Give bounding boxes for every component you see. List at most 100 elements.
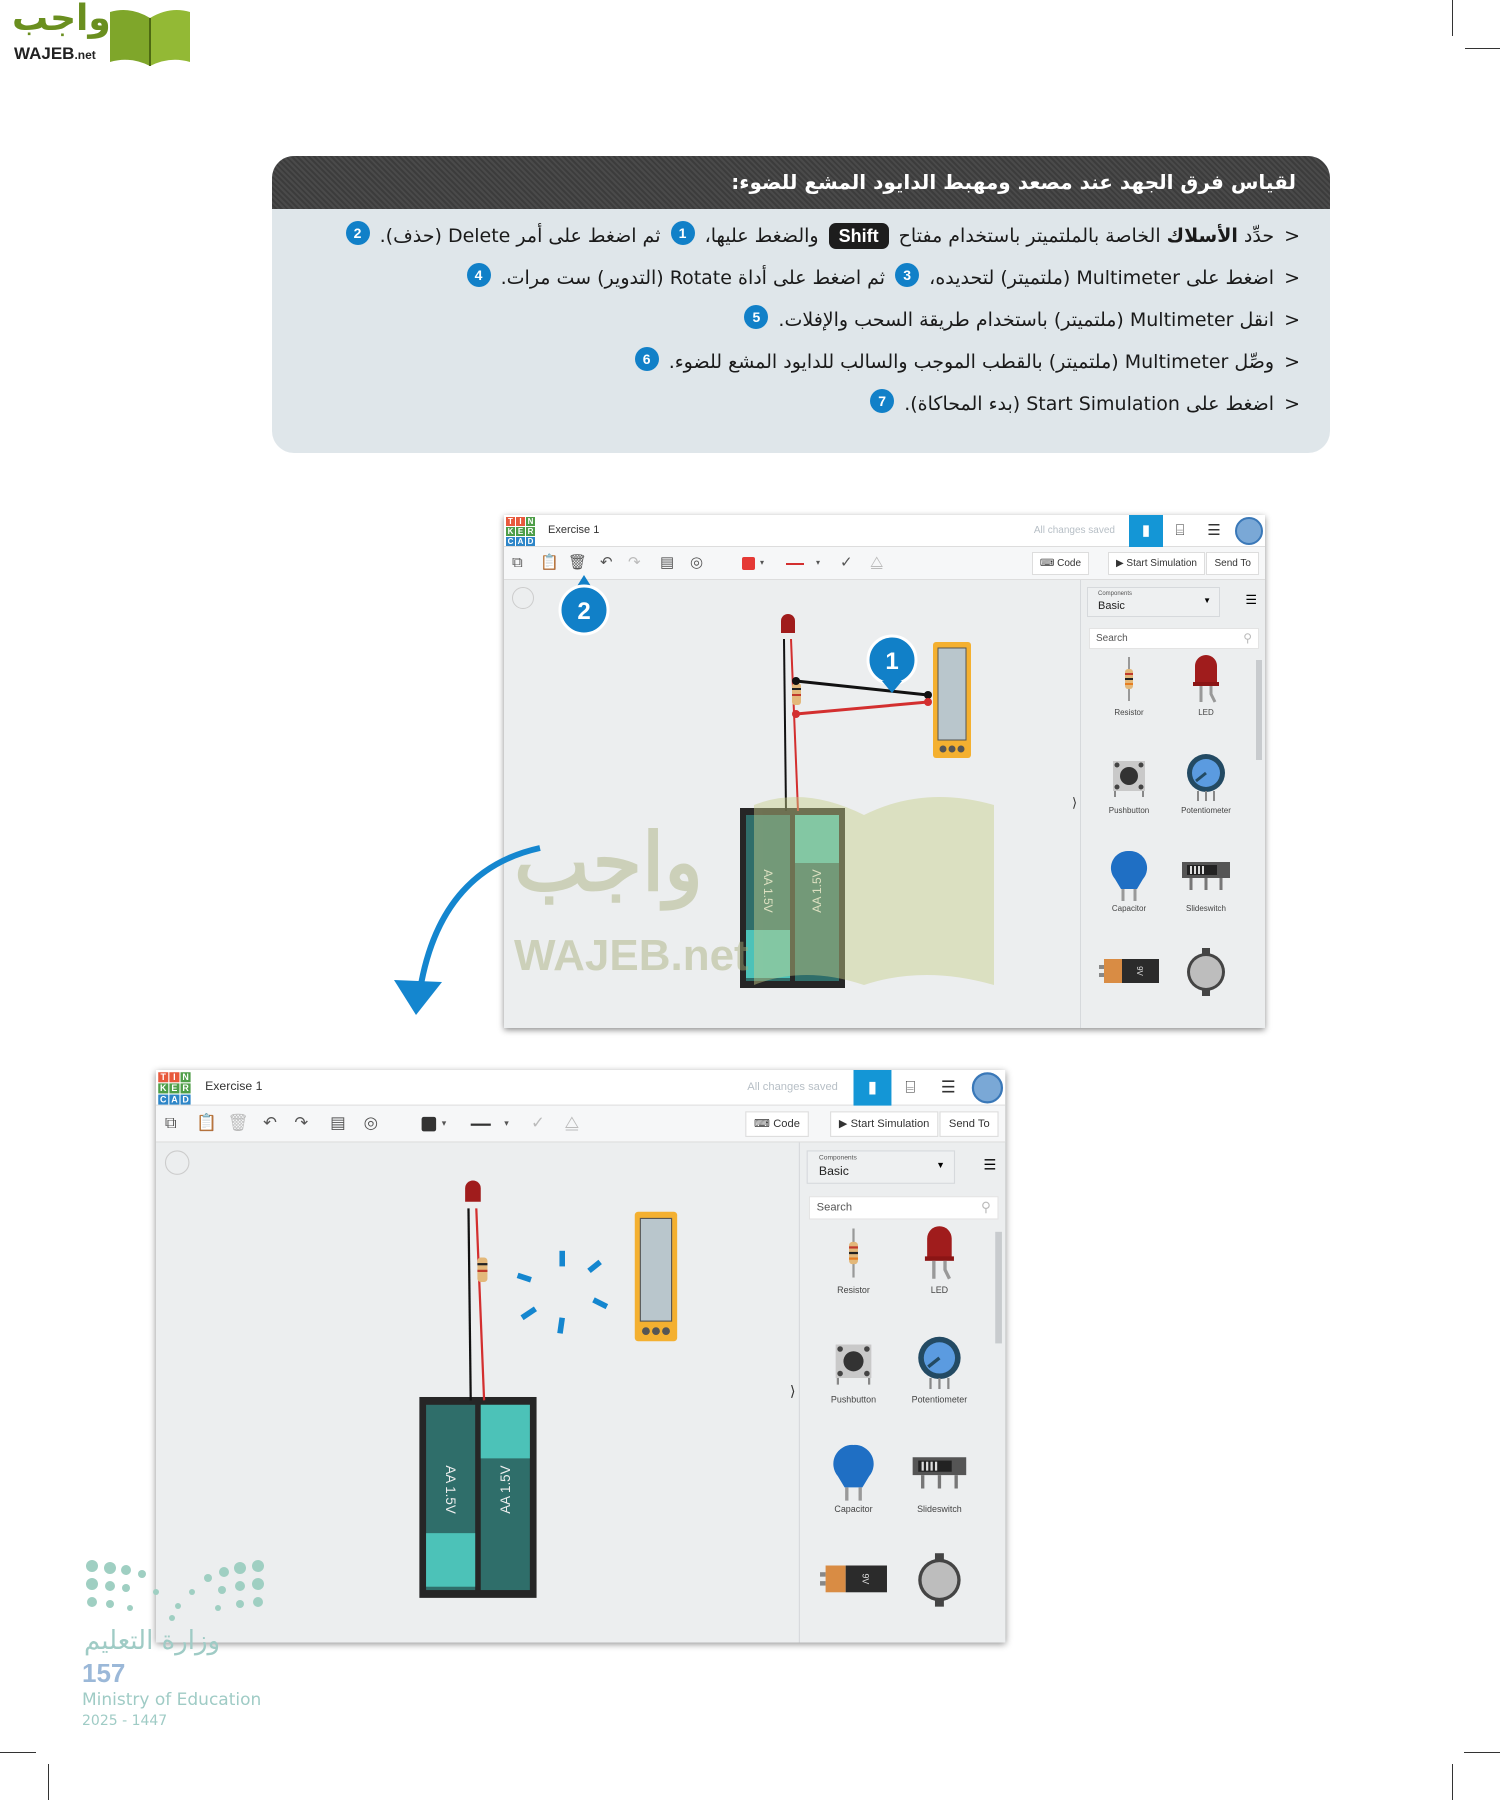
component-coin-cell[interactable] <box>1166 946 1246 996</box>
component-pushbutton[interactable]: Pushbutton <box>1089 752 1169 815</box>
flip-icon[interactable]: ✓ <box>840 554 853 571</box>
svg-text:2: 2 <box>577 598 590 625</box>
component-capacitor[interactable]: Capacitor <box>809 1444 898 1514</box>
black-wire <box>783 638 787 812</box>
coin-cell-icon <box>1166 946 1246 996</box>
avatar[interactable] <box>1235 517 1263 545</box>
component-list-view-button[interactable]: ☰ <box>1207 522 1221 539</box>
ministry-logo-dots <box>86 1560 264 1621</box>
search-input[interactable]: Search⚲ <box>1089 628 1259 649</box>
rotate-indicator <box>516 1250 609 1334</box>
coin-cell-icon <box>895 1551 984 1607</box>
wire-type-selector[interactable] <box>470 1123 491 1126</box>
scrollbar[interactable] <box>995 1231 1002 1344</box>
mirror-icon[interactable]: ⧋ <box>870 554 884 571</box>
svg-text:1: 1 <box>885 648 898 675</box>
led-icon <box>1166 654 1246 704</box>
step-4: <وصِّل Multimeter (ملتميتر) بالقطب الموج… <box>272 341 1300 383</box>
component-potentiometer[interactable]: Potentiometer <box>1166 752 1246 815</box>
potentiometer-icon <box>1166 752 1246 802</box>
design-title[interactable]: Exercise 1 <box>205 1080 263 1094</box>
capacitor-icon <box>1089 850 1169 901</box>
component-pushbutton[interactable]: Pushbutton <box>809 1334 898 1405</box>
schematic-view-button[interactable]: ⌸ <box>905 1077 916 1097</box>
copy-icon[interactable]: ⧉ <box>512 554 523 571</box>
note-icon[interactable]: ▤ <box>330 1113 346 1133</box>
component-resistor[interactable]: Resistor <box>809 1225 898 1295</box>
redo-icon[interactable]: ↷ <box>628 554 641 571</box>
scrollbar[interactable] <box>1256 660 1262 760</box>
schematic-view-button[interactable]: ⌸ <box>1175 522 1185 539</box>
component-battery-9v[interactable]: 9V <box>809 1551 898 1607</box>
wire-color-swatch[interactable] <box>421 1116 437 1132</box>
circuit-view-button[interactable]: ▮ <box>853 1070 892 1106</box>
send-to-button[interactable]: Send To <box>1206 552 1259 575</box>
mirror-icon[interactable]: ⧋ <box>564 1113 580 1133</box>
circuit-view-button[interactable]: ▮ <box>1129 515 1163 547</box>
component-coin-cell[interactable] <box>895 1551 984 1607</box>
step-badge: 4 <box>466 263 491 287</box>
component-list-view-button[interactable]: ☰ <box>940 1077 956 1097</box>
component-led[interactable]: LED <box>895 1225 984 1295</box>
notes-toggle-icon[interactable]: ◎ <box>363 1113 379 1133</box>
chevron-down-icon[interactable]: ▾ <box>441 1117 447 1129</box>
chevron-down-icon[interactable]: ▾ <box>504 1117 509 1129</box>
callout-2: 2 <box>558 575 610 636</box>
component-capacitor[interactable]: Capacitor <box>1089 850 1169 913</box>
component-led[interactable]: LED <box>1166 654 1246 717</box>
book-icon <box>110 10 190 66</box>
delete-icon[interactable]: 🗑 <box>568 554 588 571</box>
start-simulation-button[interactable]: ▶ Start Simulation <box>1107 552 1205 575</box>
note-icon[interactable]: ▤ <box>660 554 675 571</box>
search-input[interactable]: Search⚲ <box>808 1196 999 1220</box>
instructions-box: لقياس فرق الجهد عند مصعد ومهبط الدايود ا… <box>272 156 1330 453</box>
wire-color-swatch[interactable] <box>742 557 755 570</box>
collapse-panel-handle[interactable]: ⟩ <box>1072 795 1078 810</box>
component-battery-9v[interactable]: 9V <box>1089 946 1169 996</box>
avatar[interactable] <box>971 1072 1004 1104</box>
wajeb-logo: واجب WAJEB.net <box>8 0 193 70</box>
delete-icon[interactable]: 🗑 <box>227 1113 249 1133</box>
notes-toggle-icon[interactable]: ◎ <box>690 554 704 571</box>
chevron-down-icon[interactable]: ▾ <box>760 558 765 567</box>
component-potentiometer[interactable]: Potentiometer <box>895 1334 984 1405</box>
redo-icon[interactable]: ↷ <box>294 1113 309 1133</box>
component-slideswitch[interactable]: Slideswitch <box>1166 850 1246 913</box>
fit-view-button[interactable] <box>164 1150 190 1175</box>
code-button[interactable]: ⌨ Code <box>1031 552 1089 575</box>
wire-type-selector[interactable] <box>786 563 804 565</box>
chevron-down-icon[interactable]: ▾ <box>816 558 821 567</box>
list-view-icon[interactable]: ☰ <box>983 1155 997 1173</box>
design-title[interactable]: Exercise 1 <box>548 524 600 536</box>
paste-icon[interactable]: 📋 <box>196 1113 218 1133</box>
logo-english: WAJEB.net <box>14 44 96 63</box>
flip-icon[interactable]: ✓ <box>530 1113 546 1133</box>
list-view-icon[interactable]: ☰ <box>1245 592 1257 607</box>
battery-label: AA 1.5V <box>498 1465 513 1513</box>
resistor-icon <box>809 1225 898 1281</box>
undo-icon[interactable]: ↶ <box>263 1113 278 1133</box>
paste-icon[interactable]: 📋 <box>540 554 559 571</box>
code-button[interactable]: ⌨ Code <box>745 1111 809 1137</box>
collapse-panel-handle[interactable]: ⟩ <box>789 1382 796 1400</box>
send-to-button[interactable]: Send To <box>939 1111 999 1137</box>
copy-icon[interactable]: ⧉ <box>164 1113 177 1133</box>
start-simulation-button[interactable]: ▶ Start Simulation <box>829 1111 939 1137</box>
component-slideswitch[interactable]: Slideswitch <box>895 1444 984 1514</box>
ministry-footer: وزارة التعليم 157 Ministry of Education … <box>82 1558 282 1738</box>
step-2: <اضغط على Multimeter (ملتميتر) لتحديده، … <box>272 257 1300 299</box>
undo-icon[interactable]: ↶ <box>600 554 613 571</box>
fit-view-button[interactable] <box>512 587 534 609</box>
step-5: <اضغط على Start Simulation (بدء المحاكاة… <box>272 383 1300 425</box>
component-resistor[interactable]: Resistor <box>1089 654 1169 717</box>
